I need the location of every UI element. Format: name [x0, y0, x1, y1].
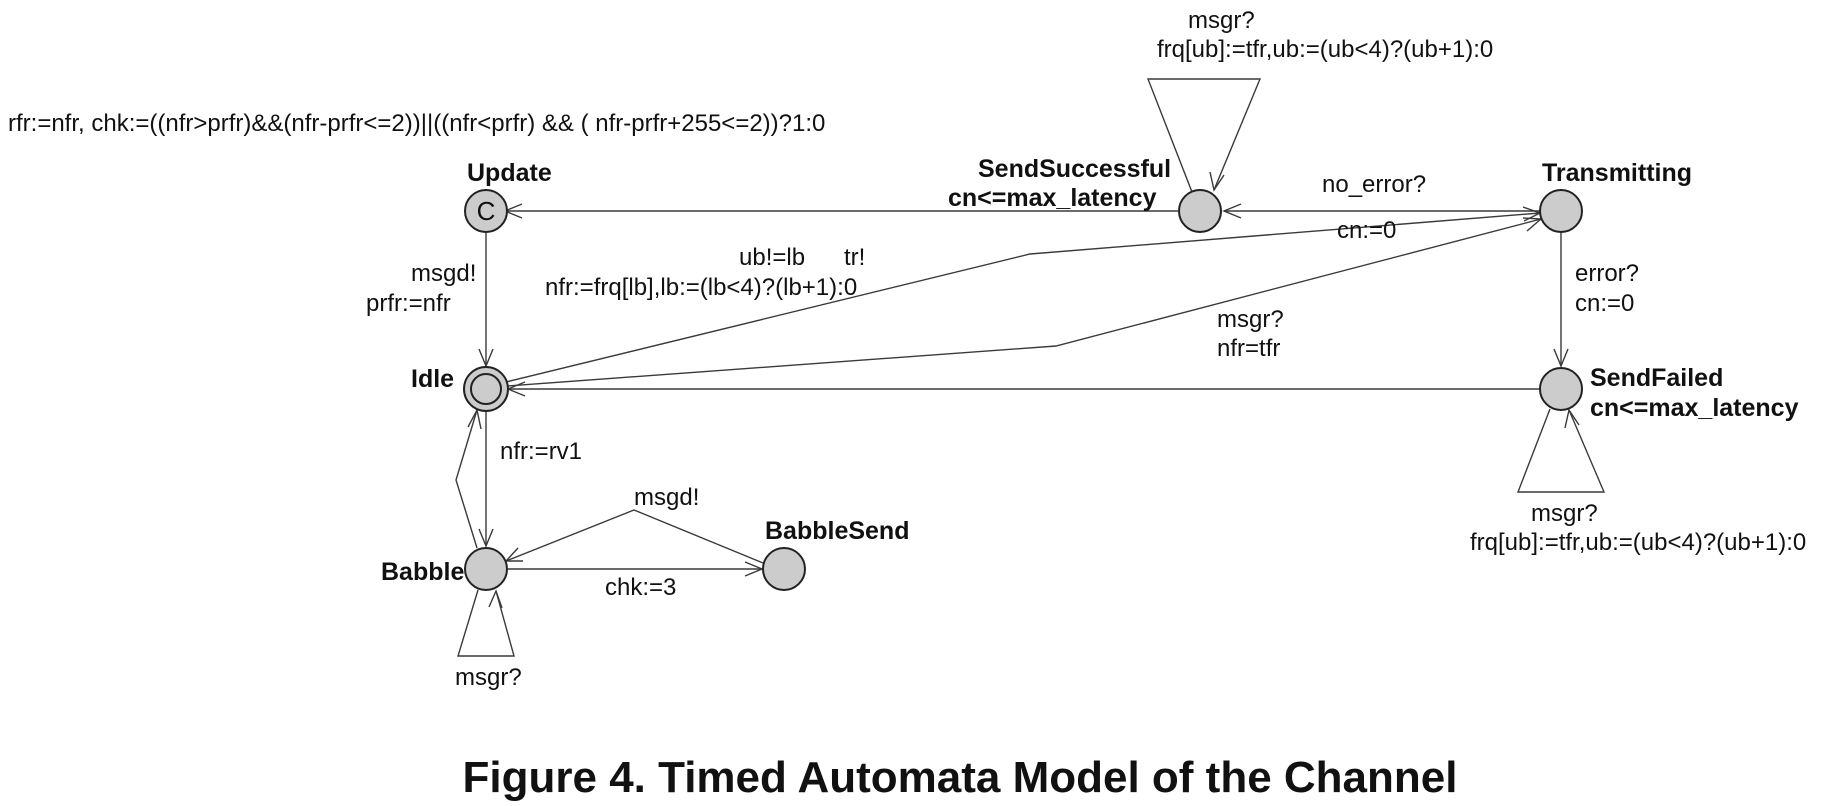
edge-babble-self-loop	[457, 589, 515, 657]
label-msgd-babble: msgd!	[634, 484, 699, 511]
state-name-transmitting: Transmitting	[1542, 159, 1692, 187]
label-send-successful-self-update: frq[ub]:=tfr,ub:=(ub<4)?(ub+1):0	[1157, 36, 1493, 63]
label-no-error: no_error?	[1322, 171, 1426, 198]
edge-idle-to-babble	[478, 410, 494, 548]
label-nfr-rv1: nfr:=rv1	[500, 438, 582, 465]
label-cn-reset-success: cn:=0	[1337, 217, 1396, 244]
committed-marker: C	[477, 196, 496, 226]
edge-transmitting-to-send-failed	[1553, 232, 1569, 368]
label-send-successful-self-sync: msgr?	[1188, 7, 1255, 34]
label-send-failed-self-update: frq[ub]:=tfr,ub:=(ub<4)?(ub+1):0	[1470, 529, 1806, 556]
label-nfr-tfr: nfr=tfr	[1217, 335, 1280, 362]
state-name-send-failed: SendFailed	[1590, 364, 1723, 392]
invariant-send-successful: cn<=max_latency	[948, 184, 1157, 212]
state-babble	[464, 547, 508, 591]
state-idle	[463, 366, 509, 412]
state-send-successful	[1178, 189, 1222, 233]
label-msgr-babble: msgr?	[455, 664, 522, 691]
state-name-babble: Babble	[381, 558, 464, 586]
edge-babble-to-idle	[455, 407, 482, 549]
edge-send-failed-to-idle	[506, 381, 1540, 397]
edge-send-failed-self-loop	[1516, 408, 1606, 493]
label-cn-reset-failed: cn:=0	[1575, 290, 1634, 317]
state-send-failed	[1539, 367, 1583, 411]
edge-babble-send-to-babble	[504, 509, 764, 564]
state-name-send-successful: SendSuccessful	[978, 155, 1171, 183]
label-chk-3: chk:=3	[605, 574, 676, 601]
state-transmitting	[1539, 189, 1583, 233]
label-update-rfr-chk: rfr:=nfr, chk:=((nfr>prfr)&&(nfr-prfr<=2…	[8, 110, 825, 137]
label-guard-ub-lb: ub!=lb	[739, 244, 805, 271]
edge-update-to-idle	[478, 232, 494, 368]
state-name-babble-send: BabbleSend	[765, 517, 909, 545]
edge-send-successful-self-loop	[1146, 78, 1262, 193]
label-tr: tr!	[844, 244, 865, 271]
state-babble-send	[762, 547, 806, 591]
label-nfr-frq: nfr:=frq[lb],lb:=(lb<4)?(lb+1):0	[545, 274, 857, 301]
label-msgd-update: msgd!	[411, 260, 476, 287]
label-prfr-assign: prfr:=nfr	[366, 290, 451, 317]
state-update: C	[464, 189, 508, 233]
edge-transmitting-to-send-successful	[1222, 203, 1540, 219]
label-send-failed-self-sync: msgr?	[1531, 500, 1598, 527]
label-error: error?	[1575, 260, 1639, 287]
invariant-send-failed: cn<=max_latency	[1590, 394, 1799, 422]
label-msgr-transmit: msgr?	[1217, 306, 1284, 333]
state-name-idle: Idle	[411, 365, 454, 393]
figure-caption: Figure 4. Timed Automata Model of the Ch…	[463, 753, 1458, 802]
state-name-update: Update	[467, 159, 552, 187]
initial-state-marker	[470, 373, 502, 405]
